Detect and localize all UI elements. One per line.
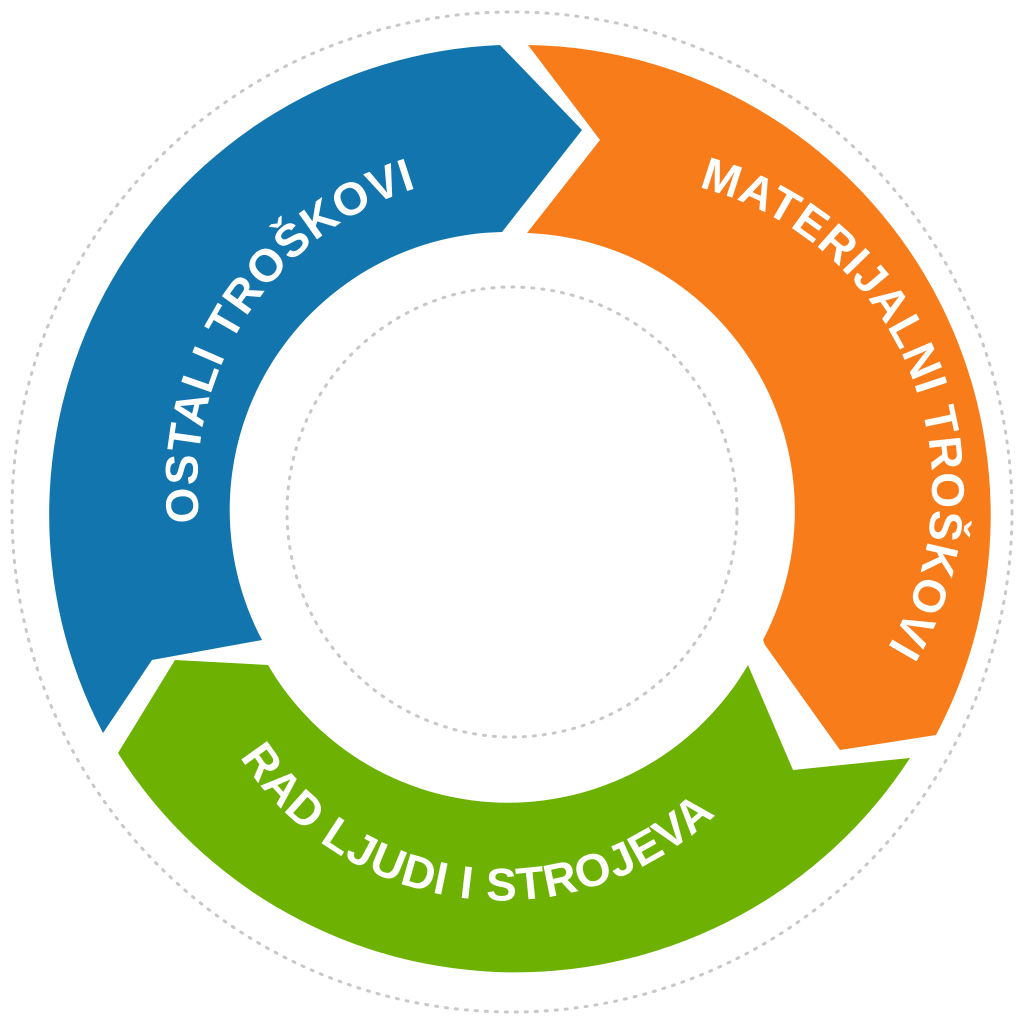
segment-ostali-troskovi (49, 45, 582, 733)
segment-rad-ljudi-i-strojeva (118, 660, 910, 973)
inner-dotted-guide (285, 285, 739, 739)
segment-materijalni-troskovi (527, 45, 991, 750)
outer-dotted-guide (10, 10, 1014, 1014)
